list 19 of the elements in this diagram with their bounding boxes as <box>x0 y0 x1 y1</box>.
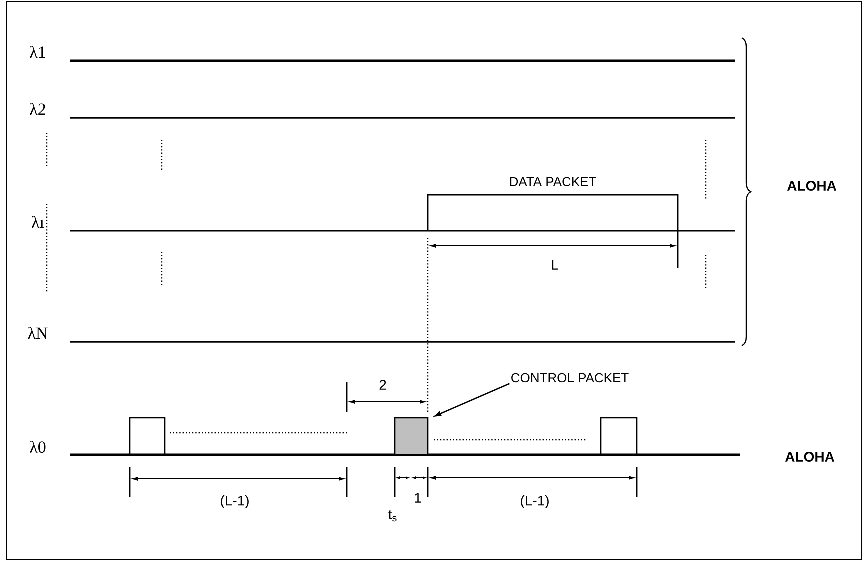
control-packet <box>394 417 429 456</box>
dimension-label: (L-1) <box>521 495 549 509</box>
arrow <box>434 383 510 417</box>
dimension-label: (L-1) <box>221 495 249 509</box>
dimension-label: 1 <box>415 493 422 503</box>
protocol-label: ALOHA <box>785 452 835 462</box>
pulse-box <box>129 417 166 456</box>
dimension-label: t$_{s}$ <box>388 510 397 522</box>
channel-label: λı <box>32 216 44 228</box>
channel-label: λ2 <box>30 103 46 115</box>
channel-label: λN <box>28 327 48 339</box>
callout-text: CONTROL PACKET <box>512 373 629 383</box>
pulse-box <box>600 417 638 456</box>
channel-label: λ0 <box>30 440 46 454</box>
data-packet: DATA PACKET <box>427 177 679 231</box>
dimension-label: L <box>552 260 558 270</box>
dimension-label: 2 <box>380 380 386 390</box>
channel-label: λ1 <box>30 46 46 58</box>
protocol-label: ALOHA <box>787 181 837 191</box>
